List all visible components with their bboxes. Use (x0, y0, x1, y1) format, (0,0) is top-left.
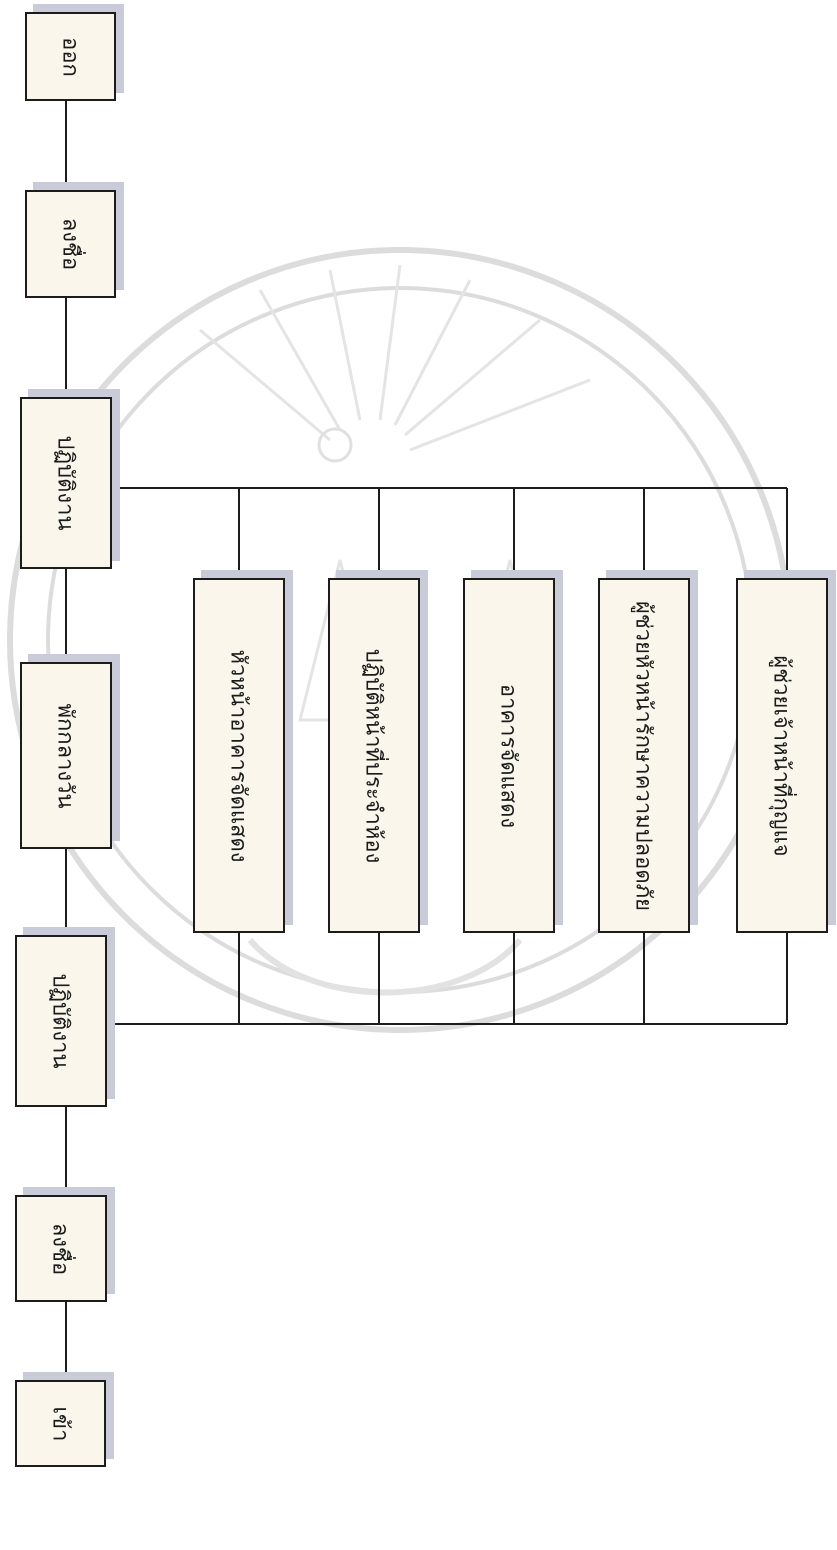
role-room-duty-staff-box: ปฏิบัติหน้าที่ประจำห้อง (328, 578, 420, 933)
step-exit-box: ออก (25, 12, 116, 101)
role-assistant-head-security-box: ผู้ช่วยหัวหน้ารักษาความปลอดภัย (598, 578, 690, 933)
step-sign-out-box: ลงชื่อ (25, 190, 116, 298)
step-enter-box: เข้า (15, 1380, 106, 1467)
step-enter-label: เข้า (47, 1406, 72, 1441)
step-work-morning-label: ปฏิบัติงาน (47, 973, 73, 1069)
step-lunch-break-box: พักกลางวัน (20, 662, 112, 849)
step-work-afternoon-label: ปฏิบัติงาน (52, 435, 78, 531)
step-exit-label: ออก (57, 36, 82, 77)
role-room-duty-staff-label: ปฏิบัติหน้าที่ประจำห้อง (360, 648, 386, 863)
role-assistant-key-officer-label: ผู้ช่วยเจ้าหน้าที่กุญแจ (768, 654, 794, 857)
step-sign-in-label: ลงชื่อ (47, 1222, 73, 1275)
step-work-afternoon-box: ปฏิบัติงาน (20, 397, 112, 569)
role-assistant-key-officer-box: ผู้ช่วยเจ้าหน้าที่กุญแจ (736, 578, 828, 933)
role-assistant-head-security-label: ผู้ช่วยหัวหน้ารักษาความปลอดภัย (630, 600, 656, 911)
role-exhibition-building-box: อาคารจัดแสดง (463, 578, 555, 933)
role-head-of-exhibition-building-box: หัวหน้าอาคารจัดแสดง (193, 578, 285, 933)
step-sign-in-box: ลงชื่อ (15, 1195, 107, 1302)
role-exhibition-building-label: อาคารจัดแสดง (495, 683, 521, 828)
step-sign-out-label: ลงชื่อ (57, 217, 82, 271)
role-head-of-exhibition-building-label: หัวหน้าอาคารจัดแสดง (225, 648, 251, 863)
step-work-morning-box: ปฏิบัติงาน (15, 935, 107, 1107)
step-lunch-break-label: พักกลางวัน (52, 702, 78, 809)
